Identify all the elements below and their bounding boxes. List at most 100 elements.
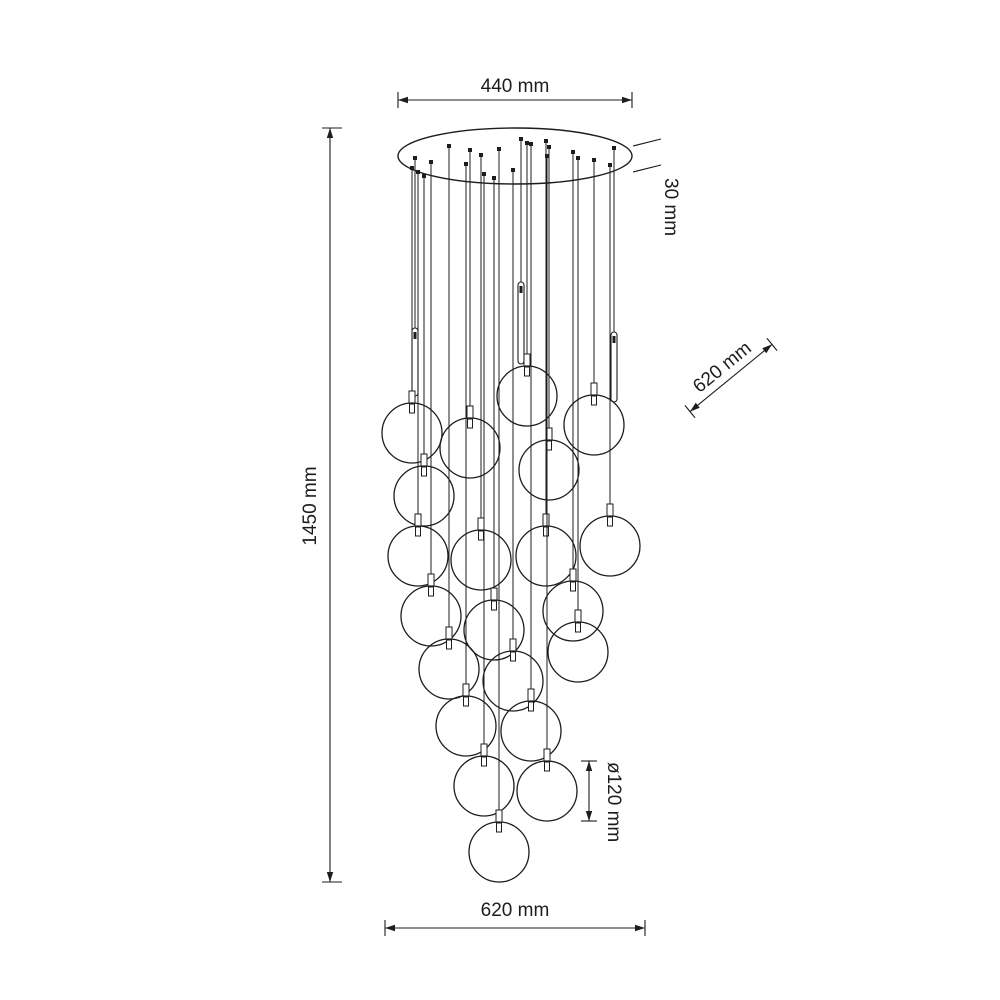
bulb-neck: [544, 761, 550, 772]
cord-connector: [545, 154, 549, 158]
tube-detail: [413, 332, 417, 339]
bulb-neck: [478, 530, 484, 541]
bulb-neck: [463, 696, 469, 707]
bulb-neck: [543, 526, 549, 537]
cord-connector: [497, 147, 501, 151]
glass-globe: [515, 525, 577, 587]
bulb-neck: [524, 366, 530, 377]
glass-globe: [579, 515, 641, 577]
bulb-neck: [607, 516, 613, 527]
glass-globe: [516, 760, 578, 822]
cord-connector: [413, 156, 417, 160]
globe-socket: [542, 513, 550, 527]
glass-globe: [482, 650, 544, 712]
glass-globe: [439, 417, 501, 479]
dim-canopy-height: 30 mm: [632, 138, 681, 236]
globe-socket: [445, 626, 453, 640]
glass-globe: [547, 621, 609, 683]
bulb-neck: [415, 526, 421, 537]
bulb-neck: [496, 822, 502, 833]
dim-total-height: 1450 mm: [300, 127, 342, 883]
cord-connector: [447, 144, 451, 148]
glass-globe: [468, 821, 530, 883]
dim-globe-diameter: ø120 mm: [581, 760, 624, 842]
glass-globe: [387, 525, 449, 587]
dim-upper-diameter: 620 mm: [684, 338, 778, 419]
cord-connector: [422, 174, 426, 178]
glass-globe: [381, 402, 443, 464]
globe-socket: [495, 809, 503, 823]
cord-connector: [482, 172, 486, 176]
cord-connector: [479, 153, 483, 157]
cord-connector: [592, 158, 596, 162]
globe-socket: [477, 517, 485, 531]
globe-socket: [427, 573, 435, 587]
globe-socket: [480, 743, 488, 757]
cord-connector: [571, 150, 575, 154]
globe-socket: [466, 405, 474, 419]
cord-connector: [612, 146, 616, 150]
cord-connector: [544, 139, 548, 143]
globe-socket: [408, 390, 416, 404]
glass-globe: [453, 755, 515, 817]
globe-socket: [523, 353, 531, 367]
cord-connector: [429, 160, 433, 164]
dim-globe-diameter-label: ø120 mm: [603, 762, 624, 842]
tube-detail: [519, 286, 523, 293]
bulb-neck: [409, 403, 415, 414]
cord-connector: [464, 162, 468, 166]
glass-globe: [500, 700, 562, 762]
glass-globe: [435, 695, 497, 757]
globe-socket: [509, 638, 517, 652]
globe-socket: [462, 683, 470, 697]
dim-upper-diameter-label: 620 mm: [689, 338, 755, 398]
glass-globe: [542, 580, 604, 642]
canopy: [397, 127, 633, 185]
glass-globe: [418, 638, 480, 700]
pendants-group: [381, 137, 641, 883]
glass-globe: [450, 529, 512, 591]
cord-connector: [410, 166, 414, 170]
cord-connector: [608, 163, 612, 167]
dim-bottom-width-label: 620 mm: [481, 900, 550, 921]
bulb-neck: [428, 586, 434, 597]
globe-socket: [414, 513, 422, 527]
bulb-neck: [575, 622, 581, 633]
tube-detail: [612, 336, 616, 343]
globe-socket: [606, 503, 614, 517]
cord-connector: [576, 156, 580, 160]
ceiling-canopy: [397, 127, 633, 185]
bulb-neck: [528, 701, 534, 712]
glass-globe: [518, 439, 580, 501]
bulb-neck: [591, 395, 597, 406]
cord-connector: [525, 141, 529, 145]
bulb-neck: [467, 418, 473, 429]
glass-globe: [400, 585, 462, 647]
cord-connector: [519, 137, 523, 141]
glass-globe: [496, 365, 558, 427]
dim-bottom-width: 620 mm: [384, 900, 646, 936]
globe-socket: [527, 688, 535, 702]
dim-total-height-label: 1450 mm: [300, 466, 321, 545]
cord-connector: [547, 145, 551, 149]
bulb-neck: [510, 651, 516, 662]
dim-top-width: 440 mm: [397, 76, 633, 108]
bulb-neck: [481, 756, 487, 767]
bulb-neck: [570, 581, 576, 592]
glass-globe: [563, 394, 625, 456]
globe-socket: [490, 587, 498, 601]
cord-connector: [529, 142, 533, 146]
globe-socket: [569, 568, 577, 582]
globe-socket: [590, 382, 598, 396]
dim-top-width-label: 440 mm: [481, 76, 550, 97]
bulb-neck: [491, 600, 497, 611]
cord-connector: [492, 176, 496, 180]
globe-socket: [574, 609, 582, 623]
cord-connector: [468, 148, 472, 152]
tube-pendant: [517, 281, 525, 365]
cord-connector: [511, 168, 515, 172]
globe-socket: [543, 748, 551, 762]
globe-socket: [420, 453, 428, 467]
